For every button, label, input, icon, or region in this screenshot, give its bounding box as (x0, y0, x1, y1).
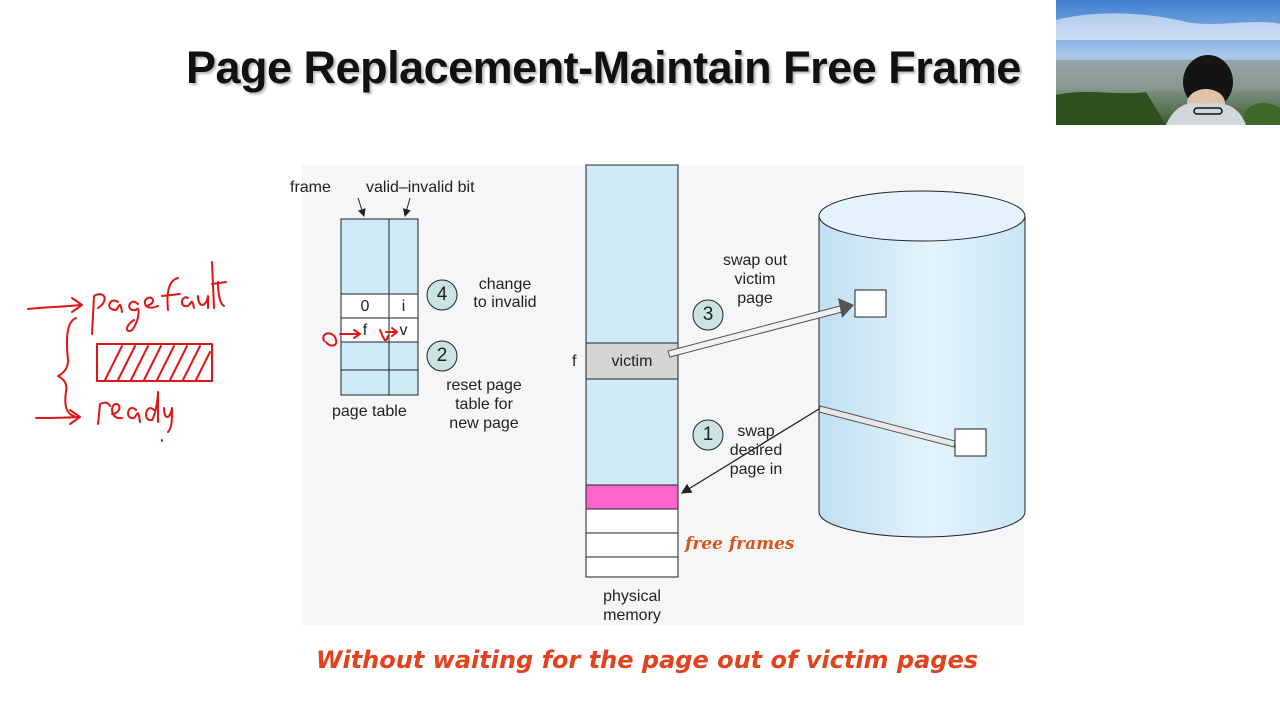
physical-memory-caption-1: physical (603, 588, 661, 605)
step-1-line-1: swap (737, 423, 775, 440)
slide-caption: Without waiting for the page out of vict… (316, 646, 979, 674)
webcam-overlay (1056, 0, 1280, 125)
step-3-number: 3 (702, 304, 714, 325)
step-4-line-1: change (478, 276, 532, 293)
step-2-line-2: table for (455, 396, 513, 413)
step-1-line-3: page in (729, 461, 783, 478)
step-2-line-1: reset page (446, 377, 522, 394)
step-1-line-2: desired (729, 442, 783, 459)
step-circles (426, 279, 724, 451)
step-2-line-3: new page (449, 415, 519, 432)
step-3-line-3: page (737, 290, 773, 307)
step-4-number: 4 (436, 284, 448, 305)
swap-arrows (667, 298, 956, 494)
physical-memory (585, 164, 679, 578)
valid-invalid-bit-label: valid–invalid bit (366, 179, 475, 196)
victim-label: victim (611, 353, 653, 370)
frame-column-label: frame (290, 179, 331, 196)
page-table-caption: page table (332, 403, 407, 420)
step-3-line-2: victim (734, 271, 776, 288)
step-2-number: 2 (436, 345, 448, 366)
handwritten-annotations (27, 261, 398, 442)
old-bit-value: i (401, 298, 406, 315)
step-3-line-1: swap out (722, 252, 788, 269)
new-bit-value: v (399, 322, 408, 339)
free-frames-label: free frames (685, 534, 795, 554)
victim-frame-marker: f (572, 353, 577, 370)
webcam-feed-image (1056, 0, 1280, 125)
step-1-number: 1 (702, 424, 714, 445)
step-4-line-2: to invalid (473, 294, 537, 311)
backing-store-disk (818, 190, 1026, 538)
slide-title: Page Replacement-Maintain Free Frame (186, 42, 1021, 93)
new-frame-value: f (362, 322, 368, 339)
old-frame-value: 0 (360, 298, 370, 315)
physical-memory-caption-2: memory (603, 607, 661, 624)
